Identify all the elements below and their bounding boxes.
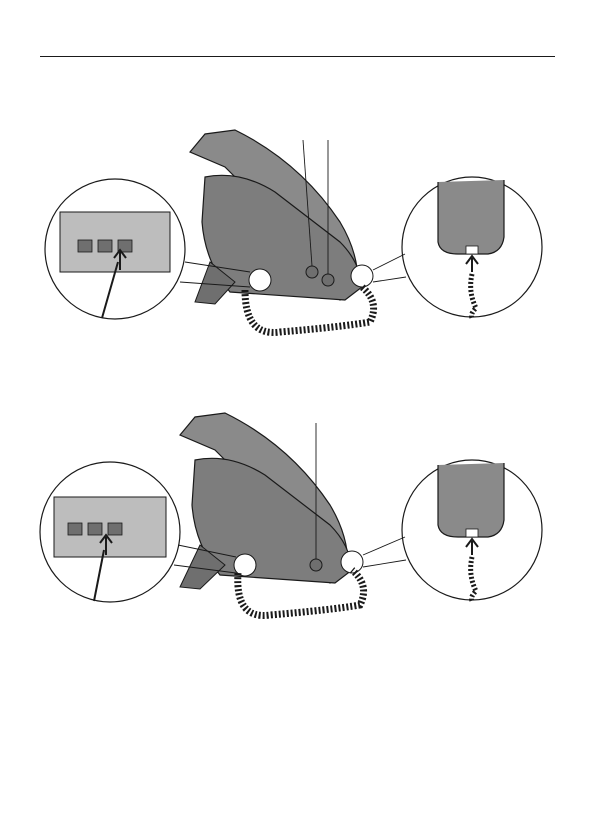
phone-drawing	[40, 122, 560, 322]
phone-drawing	[40, 405, 560, 605]
phone-illustration-upper	[40, 122, 560, 322]
connector-right-b	[373, 277, 406, 282]
port-2	[88, 523, 102, 535]
jack-circle-b	[322, 274, 334, 286]
handset-jack	[466, 246, 478, 254]
port-3	[108, 523, 122, 535]
header-rule	[40, 56, 555, 57]
handset-end	[438, 463, 504, 537]
highlight-right	[351, 265, 373, 287]
port-1	[68, 523, 82, 535]
port-1	[78, 240, 92, 252]
panel-left	[60, 212, 170, 272]
jack-circle-a	[310, 559, 322, 571]
handset-end	[438, 180, 504, 254]
phone-illustration-lower	[40, 405, 560, 605]
connector-right-b	[363, 560, 406, 567]
connector-right-a	[373, 254, 405, 270]
highlight-left	[234, 554, 256, 576]
highlight-right	[341, 551, 363, 573]
jack-circle-a	[306, 266, 318, 278]
connector-right-a	[363, 537, 405, 555]
highlight-left	[249, 269, 271, 291]
port-2	[98, 240, 112, 252]
handset-jack	[466, 529, 478, 537]
